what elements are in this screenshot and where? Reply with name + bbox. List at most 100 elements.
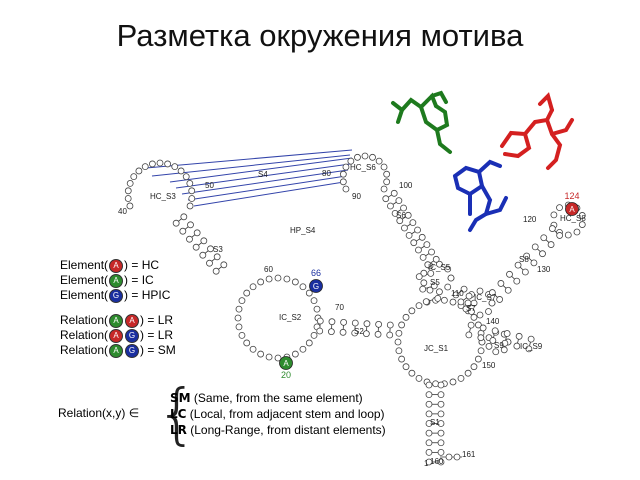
diagram-label: JC_S1 [424,344,449,353]
nucleotide-node [521,268,529,276]
nucleotide-node [488,299,496,307]
nucleotide-node [457,374,465,382]
nucleotide-node [420,279,428,287]
highlighted-nucleotide-letter: A [569,205,575,214]
diagram-label: S3 [213,245,223,254]
long-range-bond [169,157,353,183]
diagram-label: S9 [494,341,504,350]
nucleotide-node [235,323,243,331]
nucleotide-node [513,342,521,350]
nucleotide-node [470,299,478,307]
nucleotide-node [464,369,472,377]
diagram-label: 80 [322,169,331,178]
nucleotide-node [126,180,134,187]
nucleotide-node [525,345,533,353]
legend-suffix: ) = LR [140,328,174,342]
diagram-label: 100 [399,181,413,190]
nucleotide-node [423,241,431,249]
nucleotide-node [514,261,522,269]
relation-item-lc: LC (Local, from adjacent stem and loop) [170,407,385,421]
nucleotide-node [199,251,207,259]
nucleotide-node [172,219,180,227]
nucleotide-node [249,283,257,291]
nucleotide-node [135,167,143,175]
nucleotide-node [425,448,433,456]
nucleotide-node [436,288,443,296]
diagram-label: HC_S6 [350,163,376,172]
nucleotide-node [449,298,457,306]
nucleotide-node [187,221,194,229]
nucleotide-node [437,439,445,447]
nucleotide-node [243,289,251,297]
nucleotide-node [265,275,273,283]
nucleotide-node [212,267,220,275]
nucleotide-node [419,285,427,293]
nucleotide-node [437,429,445,437]
nucleotide-node [124,195,132,202]
nucleotide-node [573,228,581,236]
nucleotide-node [380,163,388,171]
legend-suffix: ) = HPIC [124,288,171,302]
nucleotide-node [395,329,403,337]
relation-code: LR [170,423,187,437]
nucleotide-node [474,355,482,363]
nucleotide-node [414,226,421,234]
element-legend: Element(A) = HC Element(A) = IC Element(… [60,258,176,358]
nucleotide-node [449,378,457,386]
relation-text: (Local, from adjacent stem and loop) [186,407,385,421]
nucleotide-node [578,221,586,228]
nucleotide-node [395,197,403,205]
nucleotide-node [283,275,291,283]
nucleotide-node [192,243,200,251]
nucleotide-node [274,274,282,282]
nucleotide-node [299,283,307,291]
nucleotide-node [485,308,492,315]
nucleotide-node [402,313,410,321]
nucleotide-node [437,458,445,466]
nucleotide-node [467,321,475,329]
nucleotide-node [501,339,509,347]
nucleotide-node [398,355,406,363]
nucleotide-node [327,328,335,336]
nucleotide-node [453,453,461,461]
nucleotide-node [342,185,350,193]
nucleotide-node [316,317,324,325]
nucleotide-node [415,246,422,254]
nucleotide-node [362,330,370,338]
nucleotide-node [238,331,246,339]
nucleotide-node [387,202,394,210]
nucleotide-node [425,458,433,466]
nucleotide-node [540,234,548,242]
nucleotide-node [444,283,452,291]
nucleotide-node [141,163,149,171]
nucleotide-node [391,209,399,217]
slide-title: Разметка окружения мотива [116,18,524,53]
nucleotide-node [339,328,347,336]
nucleotide-node [383,178,391,186]
nucleotide-node [444,265,452,273]
diagram-label: HC_S3 [150,192,176,201]
nucleotide-node [437,448,445,456]
diagram-label: 60 [264,265,273,274]
diagram-label: 150 [482,361,496,370]
diagram-label: HP_S4 [290,226,316,235]
nucleotide-node [395,347,403,355]
nucleotide-node [177,167,185,175]
nucleotide-node [437,400,445,408]
legend-prefix: Element( [60,288,109,302]
nucleotide-node [396,217,404,225]
legend-prefix: Relation( [60,343,109,357]
nucleotide-node [504,286,512,294]
nucleotide-node [476,287,484,295]
nucleotide-node [179,227,187,235]
diagram-labels: HC_S3S4HC_S6HP_S4S3IC_S2S2JC_S1S1S5IC_S5… [118,163,586,468]
nucleotide-node [390,189,398,197]
nucleotide-node [437,410,445,418]
nucleotide-node [340,318,348,326]
nucleotide-node [419,253,427,261]
nucleotide-node [426,286,434,294]
nucleotide-badge: A [109,273,124,288]
highlighted-nucleotide [279,356,293,370]
nucleotide-node [476,311,484,319]
